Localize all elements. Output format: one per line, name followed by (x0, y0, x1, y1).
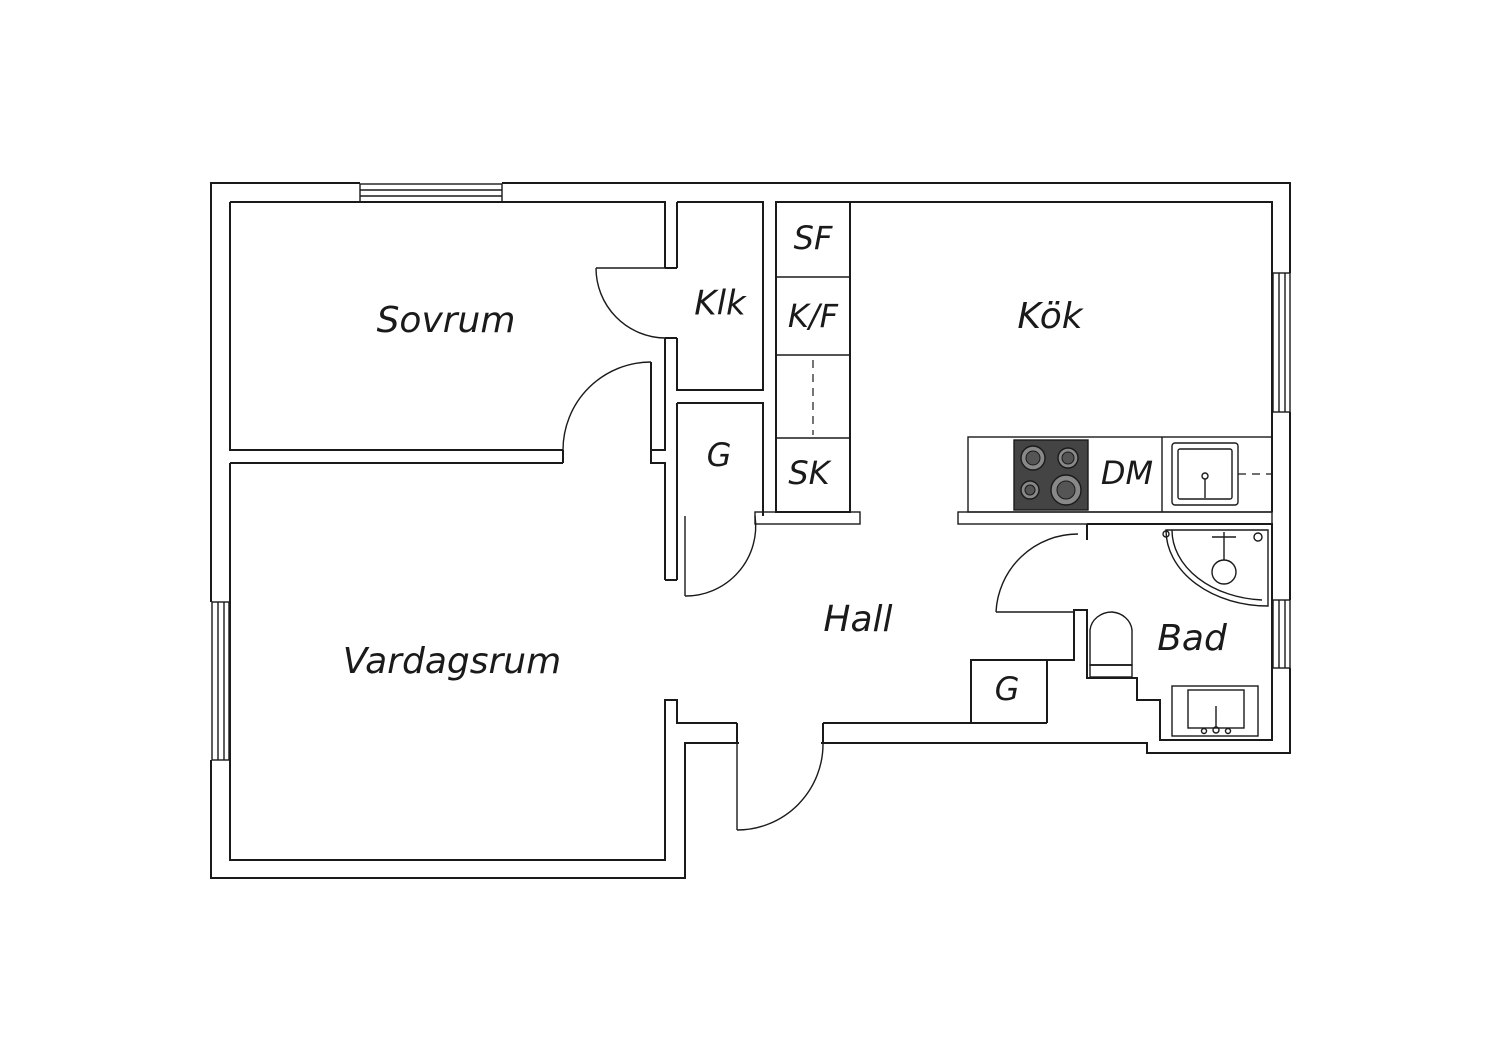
shower-icon (1162, 529, 1269, 607)
label-sk: SK (788, 454, 832, 492)
label-g-right: G (995, 670, 1020, 708)
label-sovrum: Sovrum (377, 300, 516, 341)
closet-g-left (676, 402, 764, 597)
label-sf: SF (794, 219, 833, 257)
stove-icon (1013, 439, 1089, 511)
toilet-icon (1089, 611, 1133, 678)
washbasin-icon (1171, 685, 1259, 737)
room-hall (736, 722, 971, 831)
room-bad (995, 523, 1273, 741)
room-klk (595, 201, 764, 391)
window-right-kok (1270, 272, 1292, 413)
room-kok (850, 201, 1273, 512)
outer-wall (210, 182, 1291, 879)
label-dm: DM (1101, 454, 1153, 492)
label-klk: Klk (694, 284, 747, 324)
label-kok: Kök (1017, 296, 1084, 337)
window-top-sovrum (359, 182, 503, 204)
label-bad: Bad (1157, 618, 1228, 659)
label-hall: Hall (823, 599, 892, 640)
label-kf: K/F (788, 297, 839, 335)
room-sovrum (229, 201, 666, 516)
closet-g-right (970, 659, 1047, 724)
cabinet-column (754, 201, 861, 525)
label-vardagsrum: Vardagsrum (343, 641, 561, 682)
window-right-bad (1270, 599, 1292, 669)
label-g-left: G (707, 436, 732, 474)
room-vardagsrum (229, 463, 737, 861)
window-left-vardagsrum (210, 601, 232, 761)
kitchen-sink-icon (1171, 442, 1272, 506)
